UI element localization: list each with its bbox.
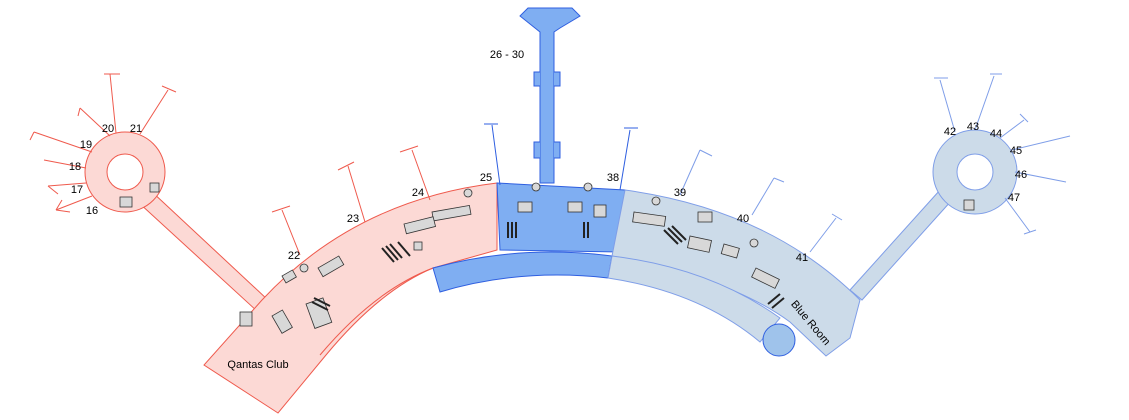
- gate-label-25: 25: [480, 172, 492, 184]
- gate-label-43: 43: [967, 121, 979, 133]
- gate-label-40: 40: [737, 213, 749, 225]
- gate-arm-18: [43, 159, 87, 169]
- right-satellite-hub: [956, 153, 994, 191]
- gate-label-46: 46: [1015, 169, 1027, 181]
- gate-arm-41: [809, 213, 843, 253]
- gate-label-22: 22: [288, 250, 300, 262]
- gate-arm-46: [1014, 171, 1067, 183]
- gate-label-19: 19: [80, 139, 92, 151]
- gate-label-16: 16: [86, 205, 98, 217]
- red-section: [29, 73, 498, 414]
- steel-inner-lane: [607, 255, 781, 343]
- gate-label-23: 23: [347, 213, 359, 225]
- red-inner-lane: [319, 267, 434, 356]
- gate-label-41: 41: [796, 252, 808, 264]
- pier-26-30: [519, 7, 581, 184]
- gate-label-38: 38: [607, 172, 619, 184]
- qantas-club-label: Qantas Club: [227, 359, 288, 371]
- gate-arm-25: [484, 123, 501, 186]
- gate-labels: 16 17 18 19 20 21 22 23 24 25 38 39 40 4…: [69, 121, 1027, 264]
- right-satellite-connector: [849, 189, 953, 301]
- pier-26-30-stubs: [533, 71, 561, 159]
- gate-arm-17: [47, 182, 87, 195]
- gate-arm-40: [751, 177, 785, 216]
- red-concourse-band: [203, 182, 498, 414]
- blue-room-rotunda: [762, 323, 796, 357]
- blue-section: [432, 7, 638, 293]
- steel-features: [632, 196, 975, 289]
- gate-arm-39: [679, 149, 713, 196]
- center-building: [496, 182, 626, 253]
- blue-features: [517, 182, 607, 218]
- gate-arm-16: [55, 195, 93, 213]
- gate-arm-21: [104, 73, 120, 134]
- gate-label-45: 45: [1010, 145, 1022, 157]
- gate-arm-21b: [139, 85, 177, 135]
- gate-label-39: 39: [674, 187, 686, 199]
- gate-label-24: 24: [412, 187, 424, 199]
- red-escalators: [311, 241, 411, 311]
- steel-escalators: [663, 225, 785, 309]
- steel-section: [607, 73, 1071, 357]
- gate-label-21: 21: [130, 123, 142, 135]
- gate-arm-22: [271, 205, 301, 256]
- gate-arm-24: [399, 145, 431, 201]
- left-satellite-hub: [106, 153, 144, 191]
- gate-label-20: 20: [102, 123, 114, 135]
- red-features: [119, 182, 473, 334]
- gate-arm-47: [1004, 197, 1037, 235]
- gate-label-47: 47: [1008, 192, 1020, 204]
- gate-label-17: 17: [71, 184, 83, 196]
- gate-label-18: 18: [69, 161, 81, 173]
- left-satellite-connector: [137, 189, 269, 313]
- gate-arm-43: [974, 73, 1002, 131]
- gate-arm-38: [619, 127, 638, 191]
- gate-arm-45: [1011, 135, 1071, 151]
- gate-arm-20: [77, 107, 111, 137]
- gate-arm-42: [934, 77, 956, 133]
- gate-arm-44: [999, 113, 1029, 139]
- gate-label-42: 42: [944, 126, 956, 138]
- blue-escalators: [507, 222, 589, 238]
- gate-arm-23: [337, 161, 366, 223]
- gate-arm-19: [29, 131, 93, 153]
- gate-label-44: 44: [990, 128, 1002, 140]
- pier-label: 26 - 30: [490, 49, 524, 61]
